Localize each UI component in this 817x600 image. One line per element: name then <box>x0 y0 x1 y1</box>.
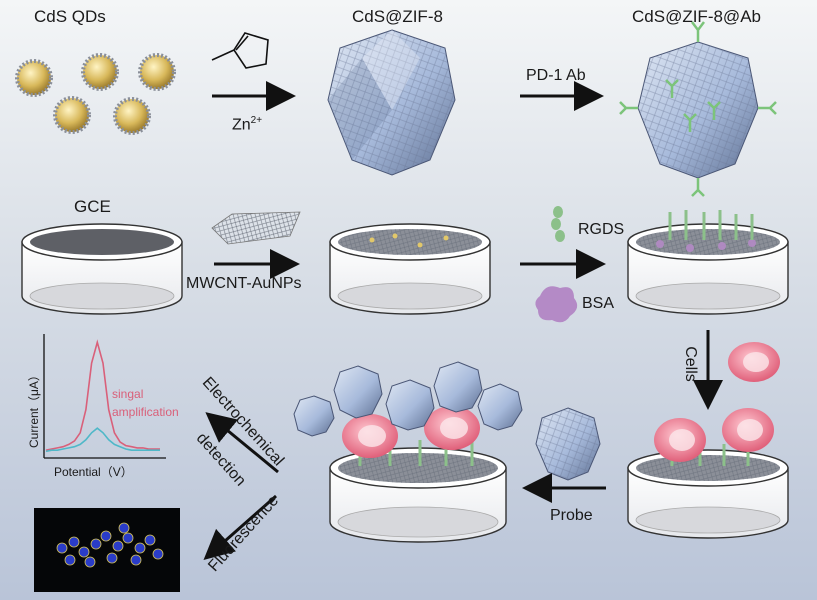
label-cells: Cells <box>681 346 699 382</box>
quantum-dot <box>81 53 119 91</box>
mwcnt-sheet <box>211 211 301 245</box>
probe-crystal <box>535 407 601 481</box>
fluorescence-image <box>34 508 180 592</box>
arrow-electrochemical <box>205 412 279 474</box>
sandwich-electrode <box>329 406 507 543</box>
label-rgds: RGDS <box>578 221 625 238</box>
modified-electrode <box>329 223 491 315</box>
series-line-2 <box>45 427 160 453</box>
label-bsa: BSA <box>582 295 615 312</box>
annotation-line-1: singal <box>112 387 143 401</box>
quantum-dot <box>138 53 176 91</box>
label-mwcnt: MWCNT-AuNPs <box>186 275 302 292</box>
series-line-1 <box>45 339 160 451</box>
label-probe: Probe <box>550 507 593 524</box>
label-zn-sup: 2+ <box>250 115 263 126</box>
dpv-chart: Potential（V） Current（μA） singal amplificati… <box>27 334 179 479</box>
label-cds-zif8-ab: CdS@ZIF-8@Ab <box>632 7 761 26</box>
cds-qds-group <box>15 53 176 135</box>
annotation-line-2: amplification <box>112 405 179 419</box>
x-axis-label: Potential（V） <box>54 465 133 479</box>
label-cds-qds: CdS QDs <box>34 7 106 26</box>
antibody-icon <box>619 21 777 197</box>
bsa-protein-icon <box>535 286 578 323</box>
label-cds-zif8: CdS@ZIF-8 <box>352 7 443 26</box>
rgds-bsa-electrode <box>627 210 789 315</box>
label-zn-main: Zn <box>232 116 251 134</box>
label-gce: GCE <box>74 197 111 216</box>
quantum-dot <box>53 96 91 134</box>
cds-zif8-ab-crystal <box>619 21 777 197</box>
cell-icon <box>728 342 780 382</box>
label-zn: Zn2+ <box>232 116 262 133</box>
imidazole-molecule-icon <box>211 32 269 69</box>
rgds-peptide-icon <box>551 206 565 242</box>
label-pd1-ab: PD-1 Ab <box>526 67 586 84</box>
cell-captured-electrode <box>627 408 789 539</box>
gce-electrode <box>21 223 183 315</box>
y-axis-label: Current（μA） <box>27 369 41 448</box>
quantum-dot <box>113 97 151 135</box>
cds-zif8-crystal <box>327 29 456 176</box>
quantum-dot <box>15 59 53 97</box>
bound-probes <box>293 361 523 437</box>
arrow-fluorescence <box>203 494 277 560</box>
